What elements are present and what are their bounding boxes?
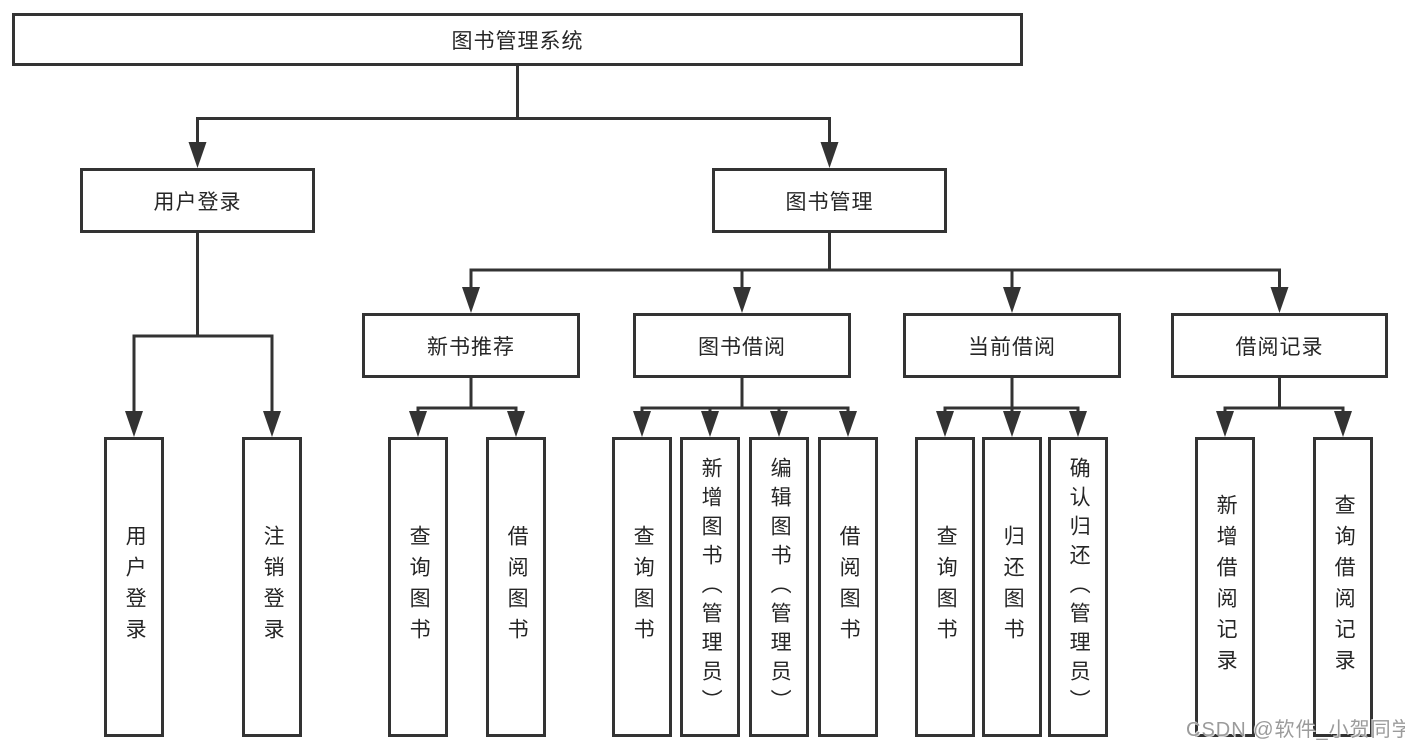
connector-user-login-to-leaves — [125, 233, 281, 437]
node-borrowing-records: 借阅记录 — [1171, 313, 1388, 378]
leaf-borrow-books: 借阅图书 — [818, 437, 878, 737]
node-label: 归还图书 — [1001, 525, 1025, 649]
node-label: 确认归还（管理员） — [1067, 456, 1091, 718]
node-label: 编辑图书（管理员） — [768, 456, 792, 718]
node-label: 图书管理系统 — [451, 29, 584, 53]
connector-book-borrow-to-leaves — [633, 378, 857, 437]
node-label: 新增借阅记录 — [1214, 494, 1238, 680]
leaf-query-borrow-record: 查询借阅记录 — [1313, 437, 1373, 737]
node-book-management: 图书管理 — [712, 168, 947, 233]
leaf-logout: 注销登录 — [242, 437, 302, 737]
connector-new-books-to-leaves — [409, 378, 525, 437]
node-label: 图书管理 — [785, 190, 874, 214]
leaf-borrow-books-recommend: 借阅图书 — [486, 437, 546, 737]
node-label: 当前借阅 — [968, 335, 1056, 359]
leaf-confirm-return-admin: 确认归还（管理员） — [1048, 437, 1108, 737]
csdn-watermark: CSDN @软件_小贺同学 — [1186, 719, 1405, 741]
node-label: 查询图书 — [934, 525, 958, 649]
leaf-query-books-borrow: 查询图书 — [612, 437, 672, 737]
node-label: 用户登录 — [153, 190, 242, 214]
leaf-return-book: 归还图书 — [982, 437, 1042, 737]
node-label: 用户登录 — [123, 525, 147, 649]
node-library-management-system: 图书管理系统 — [12, 13, 1023, 66]
node-label: 查询借阅记录 — [1332, 494, 1356, 680]
node-label: 借阅记录 — [1235, 335, 1324, 359]
leaf-user-login: 用户登录 — [104, 437, 164, 737]
node-book-borrowing: 图书借阅 — [633, 313, 851, 378]
leaf-query-books-current: 查询图书 — [915, 437, 975, 737]
node-label: 新增图书（管理员） — [699, 456, 723, 718]
leaf-edit-book-admin: 编辑图书（管理员） — [749, 437, 809, 737]
leaf-add-book-admin: 新增图书（管理员） — [680, 437, 740, 737]
node-label: 注销登录 — [261, 525, 285, 649]
node-new-book-recommendation: 新书推荐 — [362, 313, 580, 378]
connector-book-management-to-level3 — [462, 233, 1289, 313]
node-label: 查询图书 — [631, 525, 655, 649]
leaf-query-books-recommend: 查询图书 — [388, 437, 448, 737]
connector-borrow-records-to-leaves — [1216, 378, 1352, 437]
connector-root-to-level2 — [188, 66, 839, 168]
node-label: 借阅图书 — [505, 525, 529, 649]
node-current-borrowing: 当前借阅 — [903, 313, 1121, 378]
connector-current-borrow-to-leaves — [936, 378, 1087, 437]
node-user-login: 用户登录 — [80, 168, 315, 233]
node-label: 图书借阅 — [698, 335, 786, 359]
node-label: 借阅图书 — [837, 525, 861, 649]
node-label: 新书推荐 — [427, 335, 515, 359]
leaf-add-borrow-record: 新增借阅记录 — [1195, 437, 1255, 737]
node-label: 查询图书 — [407, 525, 431, 649]
